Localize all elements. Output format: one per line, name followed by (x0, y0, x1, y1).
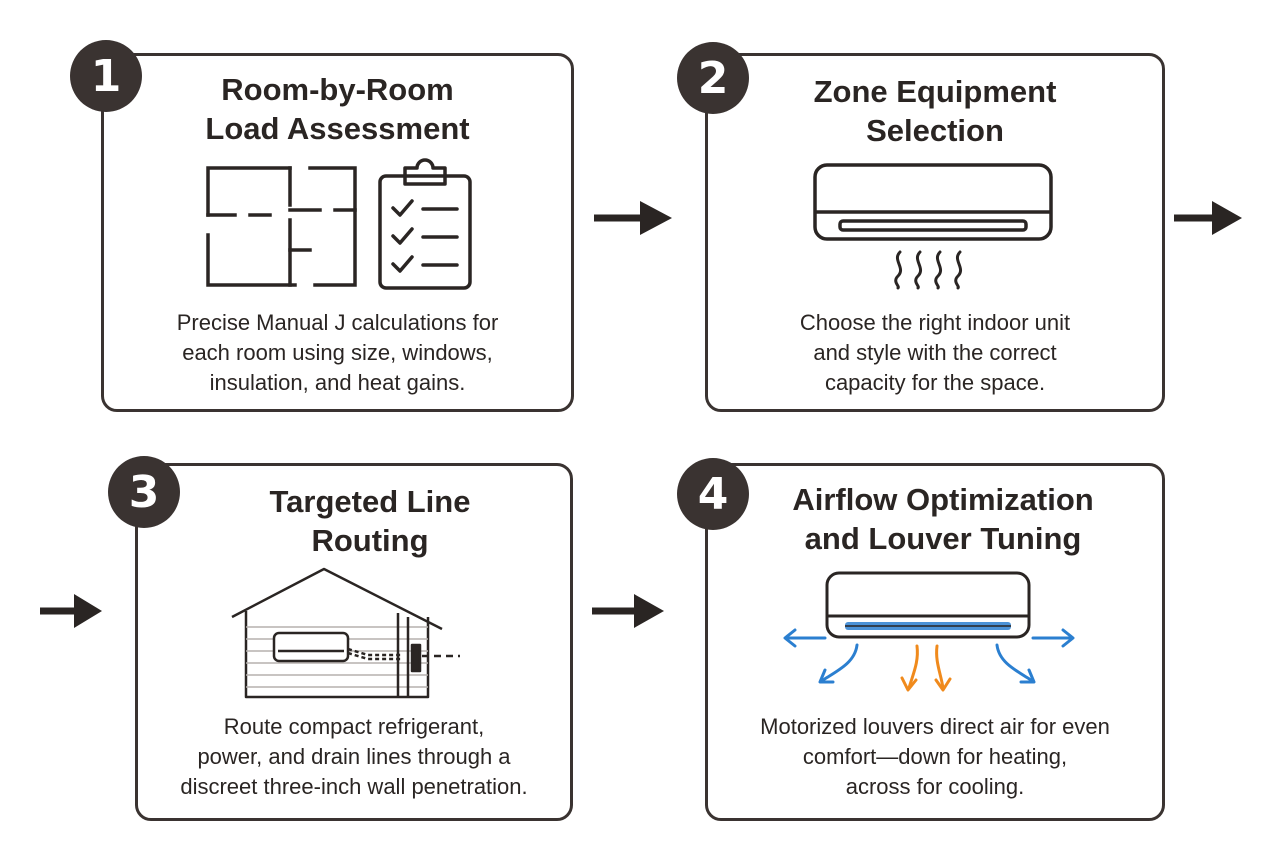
floor-plan-icon (206, 166, 357, 287)
step-1-badge: 1 (70, 40, 142, 112)
step-4-badge: 4 (677, 458, 749, 530)
step-1-card (101, 53, 574, 412)
louver-airflow-icon (783, 571, 1075, 692)
flow-arrow-right-icon (592, 594, 664, 628)
step-4-description: Motorized louvers direct air for even co… (760, 714, 1110, 799)
step-1-description: Precise Manual J calculations for each r… (176, 310, 499, 395)
step-1-title: Room-by-Room Load Assessment (205, 72, 470, 146)
step-2-card (705, 53, 1165, 412)
flow-arrow-right-icon (594, 201, 672, 235)
step-3-title: Targeted Line Routing (269, 484, 471, 558)
step-3-badge: 3 (108, 456, 180, 528)
step-4-title: Airflow Optimization and Louver Tuning (792, 482, 1094, 556)
flow-arrow-right-icon (40, 594, 102, 628)
house-line-routing-icon (231, 567, 460, 699)
step-2-badge: 2 (677, 42, 749, 114)
clipboard-checklist-icon (378, 158, 472, 290)
step-3-description: Route compact refrigerant, power, and dr… (180, 714, 528, 799)
step-4-card (705, 463, 1165, 821)
airflow-waves-icon (894, 250, 963, 290)
step-3-card (135, 463, 573, 821)
indoor-unit-icon (813, 163, 1053, 241)
step-2-title: Zone Equipment Selection (813, 74, 1057, 148)
step-2-description: Choose the right indoor unit and style w… (799, 310, 1071, 395)
flow-arrow-right-icon (1174, 201, 1242, 235)
